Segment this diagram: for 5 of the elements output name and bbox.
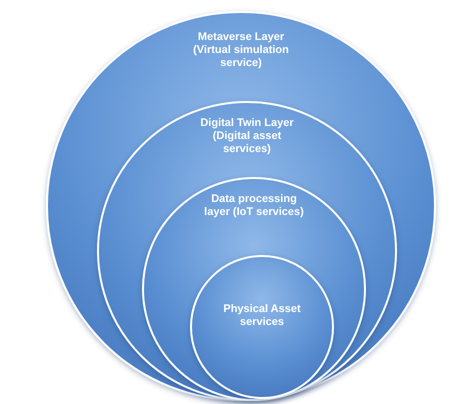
layer-label: Data processing layer (IoT services) [204,193,304,219]
layer-circle [190,255,334,399]
layer-label: Digital Twin Layer (Digital asset services) [199,117,295,156]
layer-label: Metaverse Layer (Virtual simulation service) [192,31,290,70]
layer-label: Physical Asset services [222,303,302,329]
